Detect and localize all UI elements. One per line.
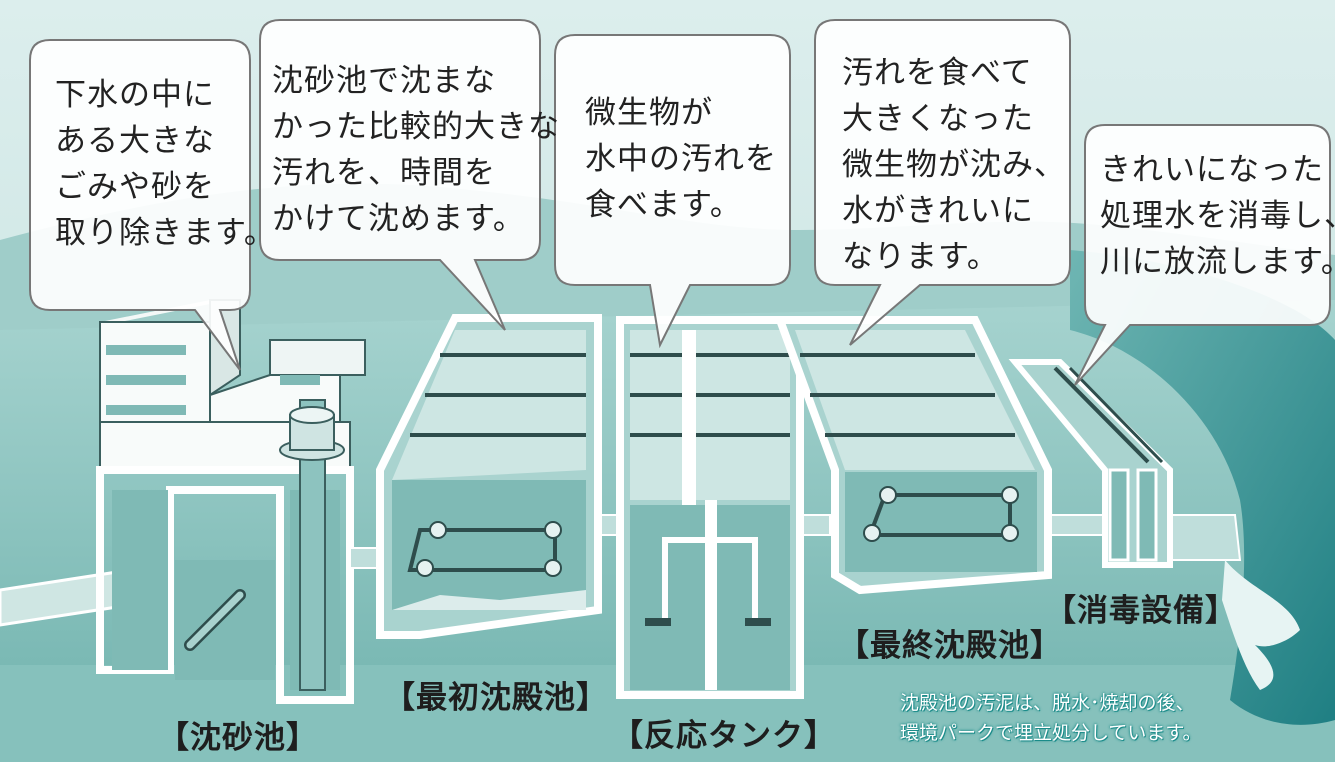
primary-sedimentation-tank [376,314,602,639]
bubble-shape-reaction-tank [554,34,791,349]
pipe-3 [799,514,831,536]
final-sedimentation-tank [774,316,1052,595]
bubble-shape-primary-tank [259,19,541,331]
grit-chamber-building [96,299,366,704]
bubble-text-grit-chamber: 下水の中に ある大きな ごみや砂を 取り除きます。 [55,77,276,251]
reaction-tank [616,316,804,699]
bubble-text-primary-tank: 沈砂池で沈まな かった比較的大きな 汚れを、時間を かけて沈めます。 [272,63,560,237]
label-grit-chamber: 【沈砂池】 [158,720,318,756]
outflow-pipe [1169,514,1242,561]
label-primary-tank: 【最初沈殿池】 [384,680,608,716]
disinfection-facility [1008,359,1173,568]
pipe-1 [349,547,381,569]
label-reaction-tank: 【反応タンク】 [612,718,836,754]
bubble-shape-final-tank [814,19,1071,346]
label-disinfection: 【消毒設備】 [1045,593,1237,629]
bubble-text-reaction-tank: 微生物が 水中の汚れを 食べます。 [585,95,777,223]
label-final-tank: 【最終沈殿池】 [838,628,1062,664]
bubble-shape-grit-chamber [29,39,251,371]
outflow-splash [1222,560,1300,690]
bubble-text-disinfection: きれいになった 処理水を消毒し、 川に放流します。 [1100,152,1335,280]
bubble-text-final-tank: 汚れを食べて 大きくなった 微生物が沈み、 水がきれいに なります。 [842,55,1066,275]
bubble-shape-disinfection [1074,124,1331,386]
pipe-4 [1049,514,1106,536]
sludge-disposal-note: 沈殿池の汚泥は、脱水･焼却の後、 環境パークで埋立処分しています。 [900,692,1202,744]
